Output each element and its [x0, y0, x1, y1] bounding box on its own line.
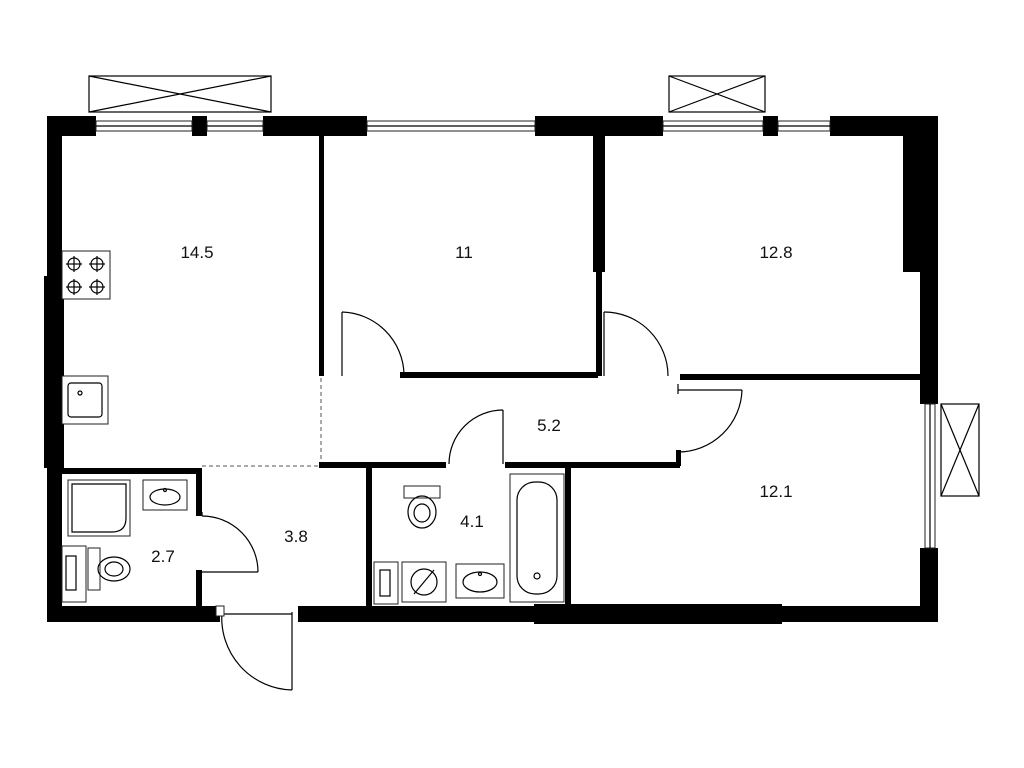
balcony-right	[940, 403, 980, 497]
window-kitchen-2	[206, 120, 264, 132]
room-area-bedroom-2: 12.8	[759, 243, 792, 262]
door-bedroom-3[interactable]	[677, 384, 743, 453]
toilet-icon-bath1	[87, 547, 131, 591]
window-bedroom-3	[924, 403, 936, 549]
balcony-left	[88, 75, 272, 113]
washer-icon-bath1	[61, 545, 87, 603]
room-area-corridor: 5.2	[537, 416, 561, 435]
window-kitchen-1	[95, 120, 193, 132]
toilet-icon-bath2	[403, 485, 441, 529]
room-area-bedroom-3: 12.1	[759, 482, 792, 501]
shower-icon	[67, 479, 131, 537]
room-area-bathroom-1: 2.7	[151, 547, 175, 566]
stove-icon	[61, 250, 111, 300]
bathtub-icon	[509, 473, 565, 603]
room-area-kitchen-living: 14.5	[180, 243, 213, 262]
door-bedroom-1[interactable]	[341, 311, 405, 376]
entrance-door[interactable]	[215, 605, 293, 691]
room-area-hall: 3.8	[284, 527, 308, 546]
window-bedroom-1	[366, 120, 536, 132]
washer-icon-bath2	[373, 561, 399, 605]
door-bedroom-2[interactable]	[603, 311, 669, 377]
exterior-walls	[44, 116, 938, 624]
interior-walls	[62, 136, 920, 606]
kitchen-sink-icon	[61, 375, 109, 425]
boiler-icon	[401, 561, 447, 603]
window-bedroom-2b	[777, 120, 831, 132]
washbasin-icon-bath2	[455, 563, 505, 599]
door-bathroom-1[interactable]	[201, 512, 259, 573]
door-bathroom-2[interactable]	[448, 409, 504, 465]
balcony-center	[668, 75, 766, 113]
washbasin-icon-bath1	[142, 479, 188, 511]
window-bedroom-2a	[662, 120, 764, 132]
room-area-bedroom-1: 11	[455, 243, 473, 262]
room-area-bathroom-2: 4.1	[460, 512, 484, 531]
